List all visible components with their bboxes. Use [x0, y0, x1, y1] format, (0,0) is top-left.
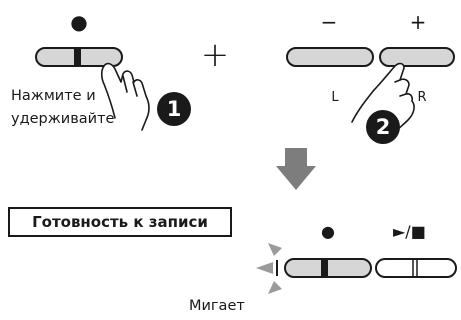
minus-button — [286, 47, 374, 67]
step-2-badge: 2 — [366, 110, 400, 144]
plus-symbol: + — [409, 10, 427, 34]
hand-press-record-icon — [100, 62, 150, 131]
record-symbol: ● — [70, 10, 88, 34]
combine-plus-symbol: + — [200, 35, 230, 75]
channel-right-label: R — [417, 90, 427, 105]
blink-marks-icon — [256, 243, 282, 294]
press-hold-hint-line2: удерживайте — [11, 111, 115, 127]
record-button — [35, 47, 123, 67]
plus-button — [379, 47, 455, 67]
play-stop-symbol: ►/■ — [393, 222, 426, 241]
blink-label: Мигает — [189, 298, 245, 314]
ready-to-record-label: Готовность к записи — [8, 207, 232, 237]
press-hold-hint-line1: Нажмите и — [11, 88, 96, 104]
channel-left-label: L — [331, 90, 339, 105]
record-symbol-bottom: ● — [321, 222, 335, 241]
record-button-blinking — [284, 258, 372, 278]
play-stop-button — [375, 258, 457, 278]
down-arrow — [276, 148, 316, 190]
step-1-badge: 1 — [157, 92, 191, 126]
minus-symbol: − — [320, 10, 338, 34]
